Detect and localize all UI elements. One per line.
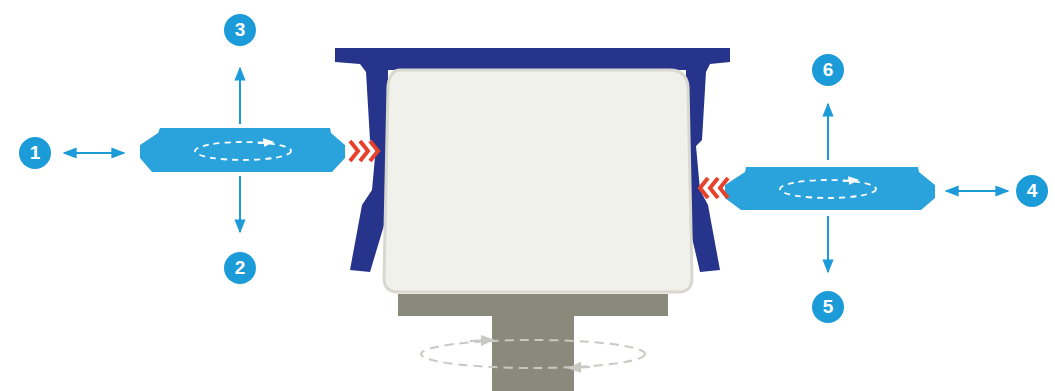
callout-number: 1 [19, 137, 51, 169]
contact-chevrons [350, 141, 378, 161]
motion-arrow [827, 216, 829, 272]
pad-rotation [780, 180, 876, 198]
motion-arrow [946, 190, 1008, 192]
rotation-path [421, 340, 645, 368]
pad-rotation [195, 142, 291, 160]
motion-arrow [64, 152, 124, 154]
spindle [492, 314, 574, 391]
callout-number: 5 [812, 291, 844, 323]
motion-arrow [239, 176, 241, 232]
callout-number: 2 [224, 252, 256, 284]
pad-rotation-arrow [258, 142, 272, 143]
callout-number: 4 [1016, 175, 1048, 207]
callout-number: 3 [224, 14, 256, 46]
callout-number: 6 [812, 54, 844, 86]
motion-arrow [827, 104, 829, 160]
wheel-body [384, 70, 692, 292]
pad-rotation-arrow [843, 180, 857, 181]
motion-arrow [239, 68, 241, 124]
rotation-arrow [570, 367, 590, 368]
polishing-pad [140, 128, 345, 172]
polishing-pad [725, 167, 935, 210]
base-plate [398, 294, 668, 316]
rotation-arrow [470, 340, 492, 341]
contact-chevrons [700, 178, 728, 198]
